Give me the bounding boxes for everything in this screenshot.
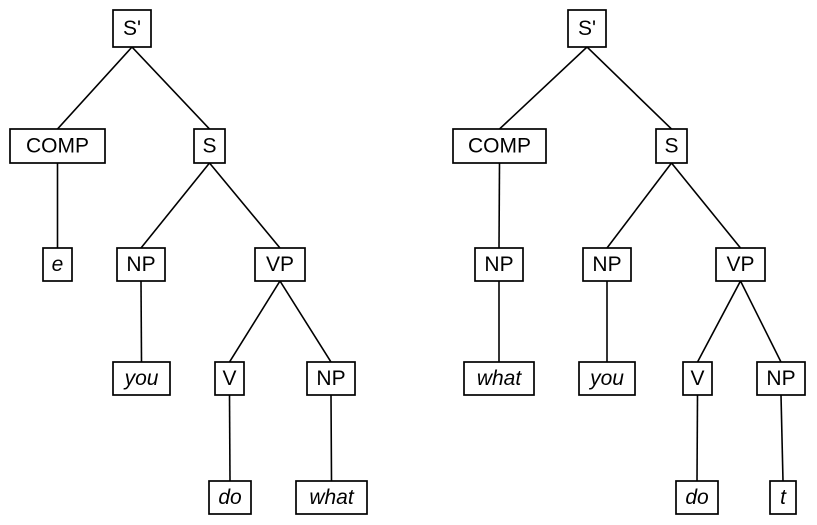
tree-edge-r-sbar-to-r-s: [585, 45, 673, 131]
node-box-l-you: [112, 361, 171, 396]
node-label-r-np1: NP: [592, 253, 621, 276]
node-label-l-np2: NP: [316, 367, 345, 390]
node-label-r-v: V: [690, 367, 704, 390]
node-label-r-np0: NP: [484, 253, 513, 276]
node-label-r-do: do: [685, 486, 709, 509]
tree-node-l-s[interactable]: S: [193, 128, 226, 164]
tree-edge-l-vp-to-l-v: [228, 279, 282, 364]
node-box-l-v: [214, 361, 245, 396]
tree-edge-r-vp-to-r-v: [696, 279, 742, 364]
node-label-l-v: V: [222, 367, 236, 390]
tree-node-l-np1[interactable]: NP: [116, 247, 166, 282]
node-label-l-s: S: [202, 135, 216, 158]
tree-node-l-comp[interactable]: COMP: [9, 128, 106, 164]
surface-structure-tree-edges: [498, 45, 784, 482]
node-label-r-sbar: S': [578, 17, 596, 40]
node-label-l-you: you: [123, 367, 159, 390]
tree-node-r-np1[interactable]: NP: [582, 247, 632, 282]
node-label-l-np1: NP: [126, 253, 155, 276]
tree-edge-r-v-to-r-do: [696, 394, 699, 482]
tree-edge-l-np1-to-l-you: [140, 280, 143, 363]
node-box-l-s: [193, 128, 226, 164]
tree-node-r-do[interactable]: do: [675, 480, 719, 515]
tree-edge-l-v-to-l-do: [228, 394, 231, 482]
tree-node-l-what[interactable]: what: [295, 480, 368, 515]
node-box-r-what: [463, 361, 535, 396]
node-box-r-you: [578, 361, 636, 396]
tree-node-l-vp[interactable]: VP: [254, 247, 306, 282]
node-label-r-vp: VP: [726, 253, 754, 276]
tree-edge-r-s-to-r-vp: [670, 161, 742, 250]
tree-node-r-v[interactable]: V: [682, 361, 713, 396]
surface-structure-tree-nodes: S' COMP S NP NP VP what you V NP do t: [452, 9, 806, 515]
tree-node-r-sbar[interactable]: S': [567, 9, 607, 48]
node-label-r-you: you: [588, 367, 624, 390]
tree-edge-l-sbar-to-l-comp: [56, 45, 134, 131]
node-box-r-comp: [452, 128, 547, 164]
node-label-l-sbar: S': [123, 17, 141, 40]
tree-edge-r-s-to-r-np1: [605, 161, 673, 250]
deep-structure-tree-edges: [56, 45, 333, 482]
node-box-l-do: [208, 480, 252, 515]
node-label-l-what: what: [309, 486, 355, 509]
tree-node-r-you[interactable]: you: [578, 361, 636, 396]
node-box-r-v: [682, 361, 713, 396]
tree-node-r-comp[interactable]: COMP: [452, 128, 547, 164]
node-box-r-vp: [715, 247, 766, 282]
tree-node-r-what[interactable]: what: [463, 361, 535, 396]
node-box-l-what: [295, 480, 368, 515]
tree-edge-r-np2-to-r-t: [780, 394, 784, 482]
tree-node-r-t[interactable]: t: [769, 480, 797, 515]
node-label-l-comp: COMP: [26, 135, 89, 158]
tree-edge-l-s-to-l-np1: [139, 161, 211, 250]
node-label-r-np2: NP: [766, 367, 795, 390]
tree-edge-r-comp-to-r-np0: [498, 162, 501, 249]
tree-node-l-do[interactable]: do: [208, 480, 252, 515]
node-box-r-t: [769, 480, 797, 515]
tree-node-r-vp[interactable]: VP: [715, 247, 766, 282]
node-box-l-e: [42, 247, 73, 282]
tree-node-l-sbar[interactable]: S': [112, 9, 152, 48]
node-box-r-s: [655, 128, 688, 164]
node-label-l-do: do: [218, 486, 242, 509]
tree-node-r-np0[interactable]: NP: [474, 247, 524, 282]
node-label-r-comp: COMP: [468, 135, 531, 158]
tree-node-l-np2[interactable]: NP: [306, 361, 356, 396]
tree-edges-layer: [56, 45, 784, 482]
tree-edge-l-np2-to-l-what: [330, 394, 333, 482]
node-box-l-sbar: [112, 9, 152, 48]
tree-edge-l-vp-to-l-np2: [278, 279, 333, 364]
tree-edge-l-sbar-to-l-s: [130, 45, 211, 131]
node-label-l-e: e: [52, 253, 64, 276]
node-label-r-s: S: [664, 135, 678, 158]
node-label-r-what: what: [477, 367, 523, 390]
node-box-r-np1: [582, 247, 632, 282]
node-box-r-np2: [756, 361, 806, 396]
node-box-l-np1: [116, 247, 166, 282]
node-label-l-vp: VP: [266, 253, 294, 276]
tree-edge-r-vp-to-r-np2: [739, 279, 783, 364]
tree-edge-r-sbar-to-r-comp: [498, 45, 589, 131]
node-box-r-np0: [474, 247, 524, 282]
node-box-l-comp: [9, 128, 106, 164]
tree-node-r-s[interactable]: S: [655, 128, 688, 164]
tree-node-r-np2[interactable]: NP: [756, 361, 806, 396]
node-box-l-vp: [254, 247, 306, 282]
tree-node-l-e[interactable]: e: [42, 247, 73, 282]
tree-node-l-you[interactable]: you: [112, 361, 171, 396]
node-box-r-sbar: [567, 9, 607, 48]
node-box-r-do: [675, 480, 719, 515]
tree-node-l-v[interactable]: V: [214, 361, 245, 396]
node-box-l-np2: [306, 361, 356, 396]
node-label-r-t: t: [780, 486, 787, 509]
tree-edge-l-s-to-l-vp: [208, 161, 282, 250]
